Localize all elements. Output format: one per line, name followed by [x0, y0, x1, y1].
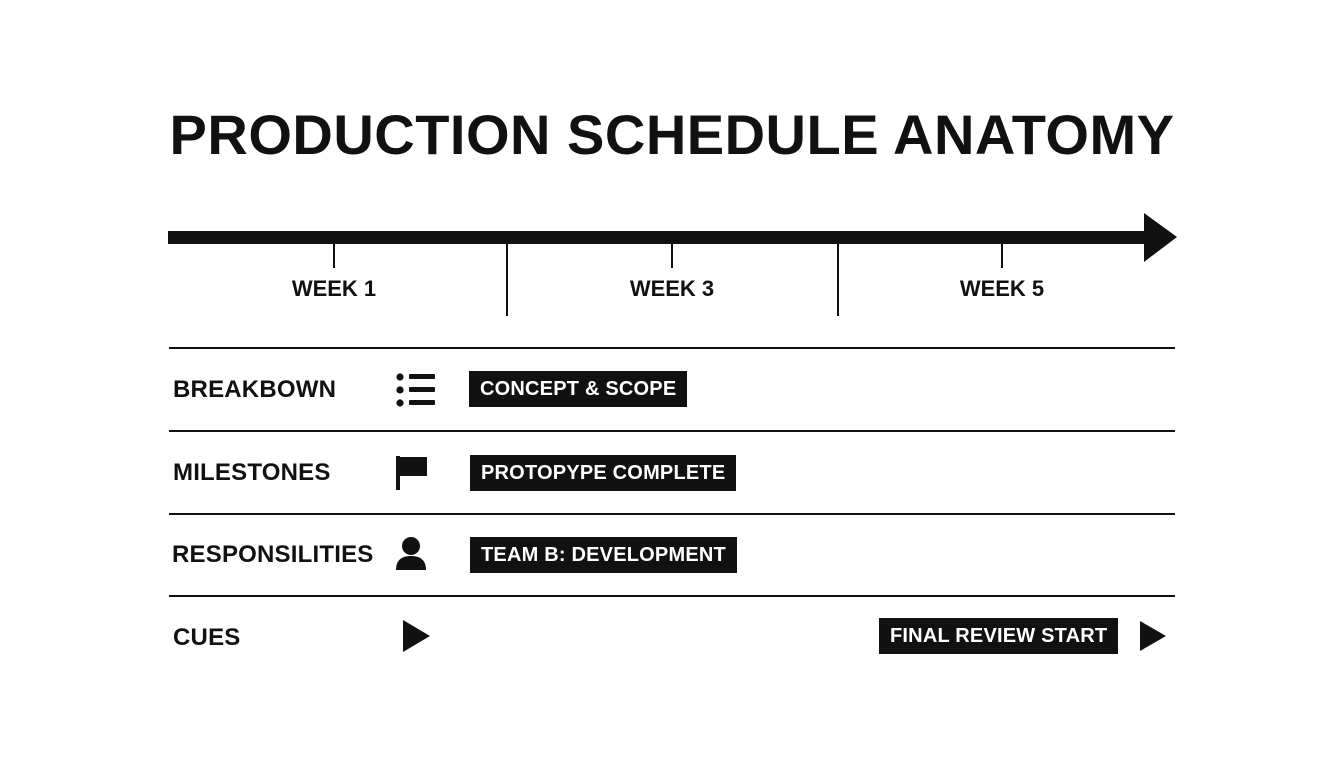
row-label-milestones: MILESTONES [173, 459, 331, 486]
row-label-cues: CUES [173, 624, 241, 651]
tag-team-b-development: TEAM B: DEVELOPMENT [470, 537, 737, 573]
diagram-title: PRODUCTION SCHEDULE ANATOMY [169, 103, 1175, 166]
tag-prototype-complete: PROTOPYPE COMPLETE [470, 455, 737, 491]
week-1-label: WEEK 1 [291, 276, 377, 301]
tag-concept-scope: CONCEPT & SCOPE [469, 371, 688, 407]
play-icon [403, 620, 430, 652]
week-5-label: WEEK 5 [959, 276, 1045, 301]
timeline-arrow-head [1144, 213, 1177, 262]
play-icon [1140, 621, 1166, 651]
list-icon [396, 373, 435, 407]
timeline-arrow-shaft [168, 231, 1150, 244]
tag-final-review-start: FINAL REVIEW START [879, 618, 1119, 654]
week-3-label: WEEK 3 [629, 276, 715, 301]
row-label-responsibilities: RESPONSILITIES [172, 541, 374, 568]
person-icon [396, 537, 426, 570]
flag-icon [396, 456, 427, 490]
row-label-breakdown: BREAKBOWN [173, 376, 337, 403]
